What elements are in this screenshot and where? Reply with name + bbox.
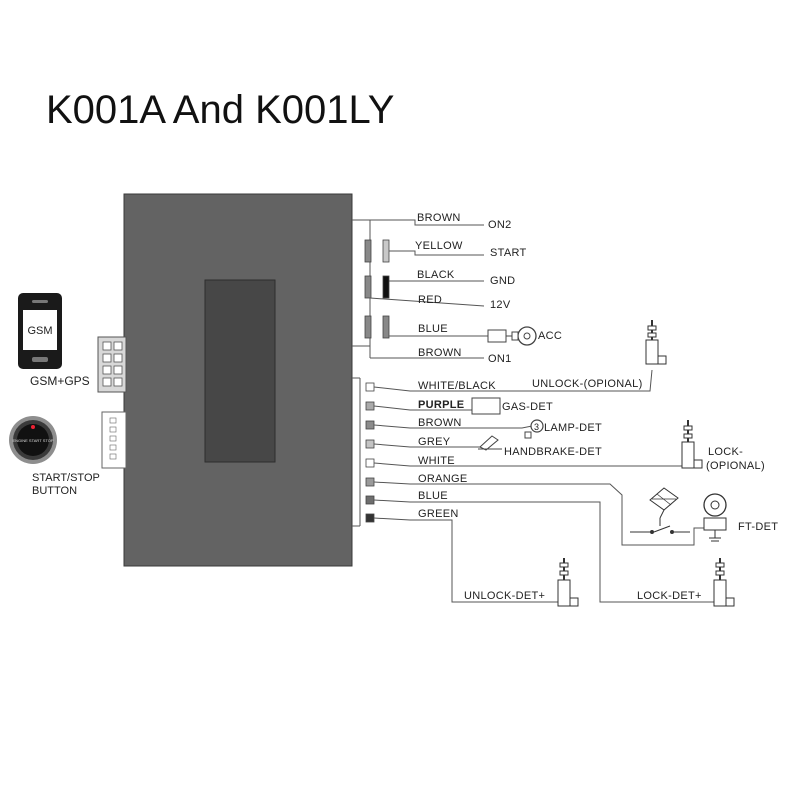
function-label-unlock-optional: UNLOCK-(OPIONAL) bbox=[532, 378, 643, 390]
unlock-optional-antenna-icon bbox=[645, 320, 667, 365]
start-button-face-text: ENGINE START STOP bbox=[12, 438, 53, 443]
wire-label-green: GREEN bbox=[418, 508, 459, 520]
control-box-display bbox=[204, 279, 276, 463]
wire-red-12v bbox=[369, 297, 485, 307]
gsm-module-label: GSM+GPS bbox=[30, 374, 90, 388]
start-stop-button-icon bbox=[9, 416, 57, 464]
wire-label-white-black: WHITE/BLACK bbox=[418, 380, 496, 392]
function-label-on1: ON1 bbox=[488, 353, 512, 365]
lamp-icon: 3 bbox=[524, 419, 544, 439]
wire-brown-lamp bbox=[373, 424, 533, 429]
wire-blue-ft bbox=[373, 499, 714, 603]
function-label-handbrake-det: HANDBRAKE-DET bbox=[504, 446, 602, 458]
wire-label-black: BLACK bbox=[417, 269, 455, 281]
wire-label-brown-lamp: BROWN bbox=[418, 417, 462, 429]
wire-label-white: WHITE bbox=[418, 455, 455, 467]
gsm-phone-label: GSM bbox=[27, 325, 52, 337]
start-button-label-line1: START/STOP bbox=[32, 472, 100, 484]
gas-det-box bbox=[471, 397, 501, 415]
function-label-lock-line2: (OPIONAL) bbox=[706, 460, 765, 472]
wire-purple-gas bbox=[373, 405, 472, 411]
bottom-connector bbox=[352, 377, 375, 527]
page-title: K001A And K001LY bbox=[46, 88, 395, 132]
start-button-port bbox=[101, 411, 127, 469]
wire-green bbox=[373, 517, 558, 603]
wire-grey-handbrake bbox=[373, 443, 480, 448]
start-button-label-line2: BUTTON bbox=[32, 485, 77, 497]
wire-label-orange: ORANGE bbox=[418, 473, 467, 485]
top-connector bbox=[352, 219, 390, 358]
wire-label-blue: BLUE bbox=[418, 490, 448, 502]
wire-orange bbox=[373, 481, 704, 546]
ft-switch-icon bbox=[630, 525, 690, 534]
function-label-unlock-det: UNLOCK-DET+ bbox=[464, 590, 545, 602]
wire-yellow-start bbox=[389, 250, 484, 256]
function-label-ft-det: FT-DET bbox=[738, 521, 778, 533]
wire-label-brown-on2: BROWN bbox=[417, 212, 461, 224]
wire-label-yellow: YELLOW bbox=[415, 240, 463, 252]
function-label-gnd: GND bbox=[490, 275, 515, 287]
ft-det-sensor-icon bbox=[703, 493, 727, 542]
acc-key-icon bbox=[487, 326, 537, 346]
lock-det-antenna-icon bbox=[713, 558, 735, 607]
function-label-lock: LOCK- bbox=[708, 446, 743, 458]
gsm-phone-icon bbox=[18, 293, 62, 369]
wire-white-black-unlock bbox=[373, 369, 653, 392]
handbrake-icon bbox=[478, 435, 502, 451]
function-label-on2: ON2 bbox=[488, 219, 512, 231]
wire-label-red: RED bbox=[418, 294, 442, 306]
wire-label-grey: GREY bbox=[418, 436, 451, 448]
wire-brown-on2 bbox=[370, 219, 484, 226]
function-label-lamp-det: LAMP-DET bbox=[544, 422, 602, 434]
unlock-det-antenna-icon bbox=[557, 558, 579, 607]
function-label-start: START bbox=[490, 247, 527, 259]
function-label-gas-det: GAS-DET bbox=[502, 401, 553, 413]
function-label-acc: ACC bbox=[538, 330, 562, 342]
function-label-lock-det: LOCK-DET+ bbox=[637, 590, 702, 602]
wire-label-blue-acc: BLUE bbox=[418, 323, 448, 335]
lock-optional-antenna-icon bbox=[681, 420, 703, 469]
svg-text:3: 3 bbox=[534, 422, 539, 432]
wire-label-purple: PURPLE bbox=[418, 399, 464, 411]
function-label-12v: 12V bbox=[490, 299, 511, 311]
wire-white-lock bbox=[373, 462, 682, 467]
wire-label-brown-on1: BROWN bbox=[418, 347, 462, 359]
gsm-port bbox=[97, 336, 127, 393]
solar-sensor-icon bbox=[649, 487, 679, 526]
